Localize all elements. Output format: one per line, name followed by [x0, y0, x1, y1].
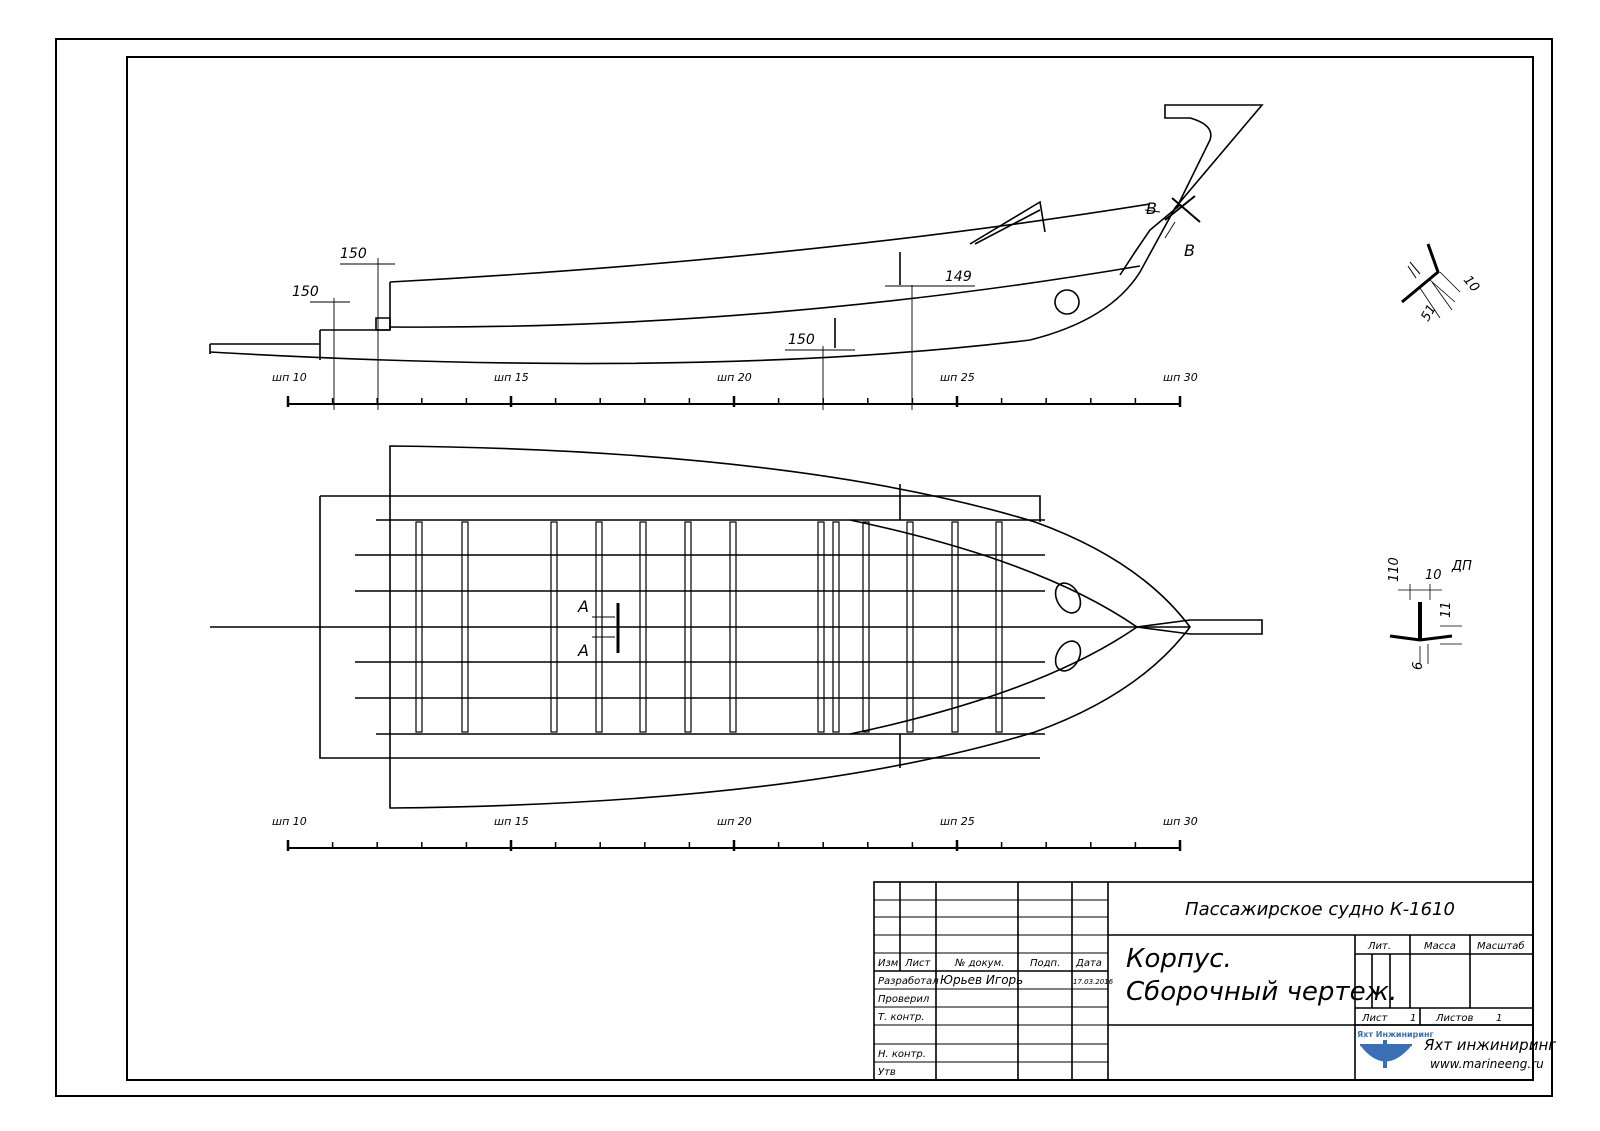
- developer-date: 17.03.2016: [1073, 978, 1114, 986]
- scale-label-top-30: шп 30: [1163, 371, 1198, 384]
- frame-member: [832, 521, 840, 733]
- company-website: www.marineeng.ru: [1430, 1057, 1544, 1071]
- detail-b-dim-10: 10: [1460, 273, 1482, 295]
- hdr-list: Лист: [904, 958, 932, 969]
- frame-member: [729, 521, 737, 733]
- logo-text: Яхт Инжиниринг: [1357, 1030, 1434, 1039]
- scale-label-bottom-15: шп 15: [494, 815, 529, 828]
- detail-b-dim-51: 51: [1418, 302, 1439, 324]
- sheet-value: 1: [1410, 1013, 1416, 1024]
- project-title: Пассажирское судно К-1610: [1185, 899, 1455, 920]
- section-b-label-2: В: [1184, 241, 1195, 260]
- sheet-label: Лист: [1361, 1013, 1389, 1024]
- detail-a-dim-10: 10: [1425, 568, 1442, 583]
- scale-ticks-top: [286, 396, 1182, 407]
- inner-frame: [126, 56, 1534, 1081]
- detail-a: [1389, 584, 1462, 664]
- dim-150-mid: 150: [788, 332, 815, 348]
- detail-a-dim-11: 11: [1439, 601, 1454, 618]
- frame-member: [550, 521, 558, 733]
- section-b-label-1: В: [1146, 199, 1157, 218]
- title-block-rows: [874, 899, 1108, 1063]
- scale-label-top-25: шп 25: [940, 371, 975, 384]
- side-view: [209, 104, 1264, 365]
- scale-labels-top: шп 10 шп 15 шп 20 шп 25 шп 30: [272, 371, 1198, 384]
- dim-149: 149: [945, 269, 972, 285]
- scale-labels-bottom: шп 10 шп 15 шп 20 шп 25 шп 30: [272, 815, 1198, 828]
- hdr-podp: Подп.: [1030, 958, 1060, 969]
- plan-frames: [415, 521, 1003, 733]
- hdr-izm: Изм: [878, 958, 899, 969]
- dim-150-left: 150: [292, 284, 319, 300]
- scale-label-top-10: шп 10: [272, 371, 307, 384]
- detail-a-dim-6: 6: [1411, 662, 1426, 670]
- frame-member: [684, 521, 692, 733]
- role-razrab: Разработал: [878, 975, 939, 987]
- frame-member: [639, 521, 647, 733]
- scale-label-top-15: шп 15: [494, 371, 529, 384]
- frame-member: [415, 521, 423, 733]
- detail-a-dim-110: 110: [1387, 557, 1402, 582]
- frame-member: [595, 521, 603, 733]
- frame-member: [461, 521, 469, 733]
- detail-a-label-dp: ДП: [1451, 559, 1472, 574]
- section-a-label-1: А: [577, 597, 589, 616]
- section-a-marker: [592, 603, 620, 653]
- massa-label: Масса: [1424, 941, 1456, 952]
- dim-150-top: 150: [340, 246, 367, 262]
- developer-name: Юрьев Игорь: [940, 973, 1023, 987]
- scale-label-top-20: шп 20: [717, 371, 752, 384]
- title-block-grid: [873, 881, 1534, 1081]
- frame-member: [951, 521, 959, 733]
- drawing-title-line1: Корпус.: [1126, 944, 1232, 974]
- frame-member: [862, 521, 870, 733]
- drawing-title-line2: Сборочный чертеж.: [1126, 977, 1397, 1007]
- scale-label-bottom-25: шп 25: [940, 815, 975, 828]
- company-name: Яхт инжиниринг: [1423, 1036, 1556, 1054]
- frame-member: [995, 521, 1003, 733]
- detail-b: [1401, 243, 1461, 319]
- frame-member: [817, 521, 825, 733]
- company-logo-icon: Яхт Инжиниринг: [1357, 1030, 1434, 1068]
- outer-frame: [55, 38, 1553, 1097]
- masshtab-label: Масштаб: [1477, 940, 1525, 952]
- side-dimensions: [310, 195, 1201, 410]
- scale-ticks-bottom: [286, 840, 1182, 851]
- scale-label-bottom-30: шп 30: [1163, 815, 1198, 828]
- role-tkontr: Т. контр.: [878, 1012, 925, 1023]
- sheets-value: 1: [1496, 1013, 1502, 1024]
- role-utv: Утв: [878, 1067, 896, 1078]
- section-a-label-2: А: [577, 641, 589, 660]
- lit-label: Лит.: [1367, 941, 1391, 952]
- scale-label-bottom-20: шп 20: [717, 815, 752, 828]
- role-prover: Проверил: [878, 994, 930, 1005]
- plan-view: [210, 445, 1263, 809]
- sheets-label: Листов: [1435, 1013, 1473, 1024]
- role-nkontr: Н. контр.: [878, 1049, 926, 1060]
- hdr-data: Дата: [1075, 958, 1102, 969]
- scale-label-bottom-10: шп 10: [272, 815, 307, 828]
- hdr-doc: № докум.: [954, 958, 1004, 969]
- frame-member: [906, 521, 914, 733]
